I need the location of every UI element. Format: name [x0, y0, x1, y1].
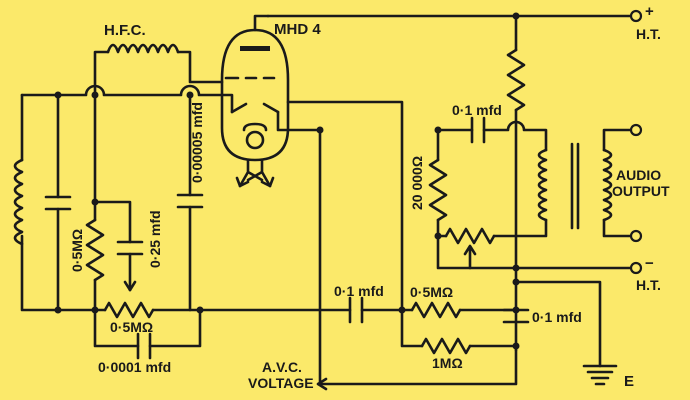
cap-0-1-top-label: 0·1 mfd — [452, 102, 502, 118]
ht-resistor — [506, 48, 526, 112]
cap-0-0001-wire — [93, 308, 202, 348]
transformer-secondary — [602, 148, 613, 222]
hfc-lead-right — [176, 50, 224, 84]
cap-0-1-top-lead-right — [482, 120, 548, 152]
valve-envelope — [220, 28, 290, 162]
res-0-5m-right — [410, 301, 462, 319]
tuning-capacitor-plates — [44, 195, 72, 211]
heater-leads — [238, 158, 272, 188]
ht-bottom-label: H.T. — [636, 277, 661, 293]
res-20000 — [428, 158, 448, 222]
ht-minus-sign: − — [645, 255, 654, 272]
valve-cathode — [242, 122, 268, 132]
hfc-lead-left — [93, 50, 110, 97]
terminal-ht-minus — [629, 261, 643, 275]
res-20000-label: 20 000Ω — [409, 155, 425, 210]
pot-wiper-arrow — [123, 280, 137, 292]
earth-label: E — [624, 373, 635, 390]
terminal-ht-plus — [629, 9, 643, 23]
valve-anode-out — [286, 100, 404, 314]
avc-label-line1: A.V.C. — [262, 359, 302, 375]
hfc-choke — [106, 43, 180, 54]
cap-0-25-wire — [93, 200, 132, 244]
ht-plus-sign: + — [645, 3, 654, 20]
audio-output-line1: AUDIO — [616, 167, 662, 183]
valve-heater — [245, 130, 265, 150]
transformer-secondary-leads — [602, 128, 634, 238]
audio-output-line2: OUTPUT — [612, 183, 670, 199]
res-0-5m-left-label: 0·5MΩ — [69, 228, 85, 272]
cap-0-0001-label: 0·0001 mfd — [98, 359, 172, 375]
tuned-circuit-coil — [13, 158, 24, 246]
cap-0-25-plates — [116, 240, 144, 256]
heater-arrows — [235, 176, 275, 188]
volume-pot — [444, 227, 496, 245]
valve-diode-plates — [230, 102, 280, 114]
transformer-core — [570, 142, 580, 230]
junction-dots — [54, 12, 520, 350]
volume-pot-leads — [436, 218, 548, 238]
earth-symbol — [582, 364, 618, 386]
earth-wire — [318, 280, 602, 386]
pot-0-5m — [103, 301, 155, 319]
res-0-5m-right-label: 0·5MΩ — [410, 284, 454, 300]
ht-minus-rail — [436, 234, 634, 270]
valve-label: MHD 4 — [274, 21, 321, 38]
transformer-primary — [537, 148, 548, 222]
res-1m-leads — [400, 310, 518, 348]
cap-0-00005-label: 0·00005 mfd — [189, 102, 205, 183]
hfc-label: H.F.C. — [104, 22, 146, 39]
volume-pot-wiper — [463, 244, 477, 270]
diode-feed-wire — [20, 84, 234, 114]
res-1m-label: 1MΩ — [432, 355, 463, 371]
cap-0-1-top-plates — [470, 116, 486, 144]
cap-0-0001-plates — [136, 332, 152, 360]
cap-0-1-mid-label: 0·1 mfd — [334, 283, 384, 299]
avc-label-line2: VOLTAGE — [248, 375, 314, 391]
cap-0-25-label: 0·25 mfd — [147, 210, 163, 268]
cap-0-1-right-label: 0·1 mfd — [532, 309, 582, 325]
cap-0-00005-plates — [176, 193, 204, 209]
tuned-circuit-coil-leads — [20, 93, 60, 312]
valve-anode — [240, 46, 270, 51]
anode-lead — [253, 14, 270, 32]
valve-diode-wire — [276, 110, 322, 386]
res-1m — [420, 337, 472, 355]
pot-0-5m-label: 0·5MΩ — [110, 319, 154, 335]
terminal-audio-top — [629, 123, 643, 137]
ht-top-label: H.T. — [636, 26, 661, 42]
terminal-audio-bottom — [629, 229, 643, 243]
res-0-5m-left — [85, 218, 105, 282]
avc-arrow — [316, 377, 328, 391]
cap-0-1-mid-plates — [348, 296, 364, 324]
